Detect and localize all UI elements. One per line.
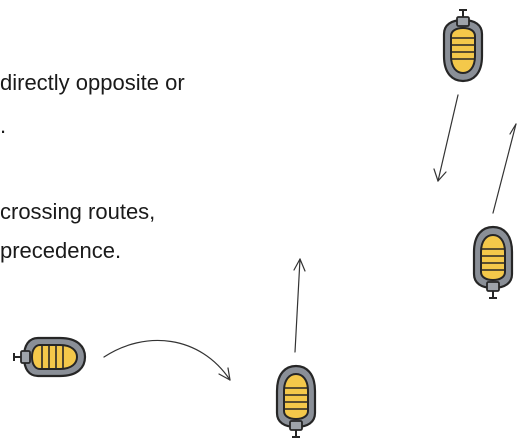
boat-icon-bottom	[275, 364, 317, 439]
boat-icon-right	[472, 225, 514, 300]
text-line-4: precedence.	[0, 238, 122, 263]
arrow-up-center	[293, 258, 306, 353]
boat-icon-top-right	[442, 8, 484, 83]
arrow-curve-left-to-bottom	[103, 339, 231, 381]
text-line-3: crossing routes,	[0, 199, 156, 224]
text-line-1: directly opposite or	[0, 70, 185, 95]
boat-icon-left	[12, 336, 87, 378]
arrow-down-right	[433, 94, 459, 182]
arrow-up-far-right	[492, 123, 517, 214]
text-line-2: .	[0, 113, 7, 138]
